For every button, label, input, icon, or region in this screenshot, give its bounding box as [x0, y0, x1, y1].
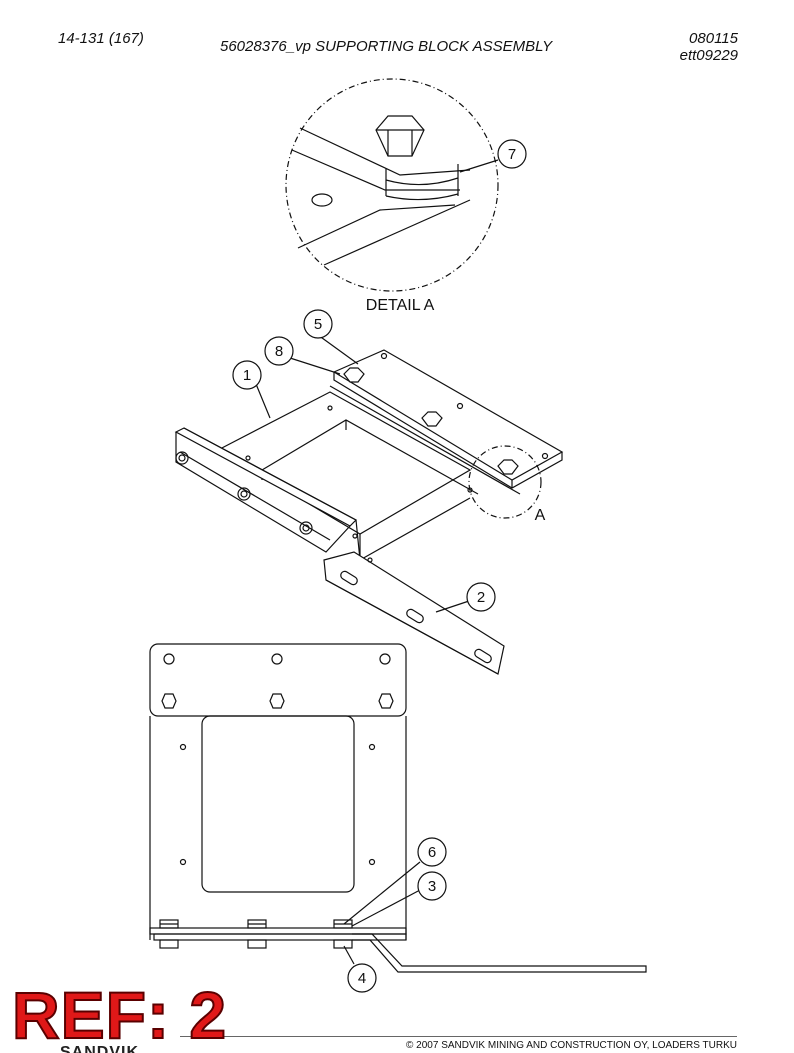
svg-text:5: 5 [314, 316, 322, 333]
footer-divider [180, 1036, 737, 1037]
callout-8: 8 [264, 336, 294, 366]
svg-text:1: 1 [243, 367, 251, 384]
svg-text:8: 8 [275, 343, 283, 360]
drawing-date: 080115 [689, 30, 738, 47]
callout-4: 4 [347, 963, 377, 993]
copyright-notice: © 2007 SANDVIK MINING AND CONSTRUCTION O… [406, 1040, 737, 1051]
drawing-reference: ett09229 [679, 47, 738, 64]
callout-5: 5 [303, 309, 333, 339]
svg-text:4: 4 [358, 970, 366, 987]
drawing-title: 56028376_vp SUPPORTING BLOCK ASSEMBLY [220, 38, 553, 55]
company-logo: SANDVIK [60, 1044, 140, 1053]
svg-text:7: 7 [508, 146, 516, 163]
callout-6: 6 [417, 837, 447, 867]
svg-text:2: 2 [477, 589, 485, 606]
svg-text:3: 3 [428, 878, 436, 895]
svg-text:6: 6 [428, 844, 436, 861]
callout-1: 1 [232, 360, 262, 390]
detail-marker-a: A [535, 507, 546, 524]
callout-2: 2 [466, 582, 496, 612]
plan-view [149, 643, 647, 973]
detail-a-label: DETAIL A [366, 297, 435, 314]
detail-a-view [285, 78, 499, 292]
ref-stamp: REF: 2 [11, 978, 228, 1052]
page-number: 14-131 (167) [58, 30, 144, 47]
isometric-view [174, 334, 564, 675]
callout-3: 3 [417, 871, 447, 901]
bolt-heads-front [175, 451, 313, 535]
callout-7: 7 [497, 139, 527, 169]
